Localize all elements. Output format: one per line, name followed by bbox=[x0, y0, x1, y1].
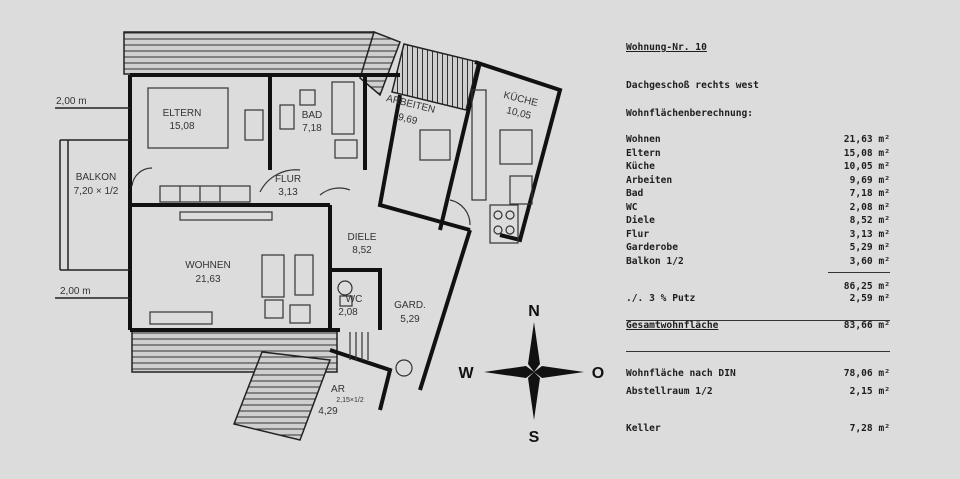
gesamt-label: Gesamtwohnfläche bbox=[626, 320, 719, 331]
din-label: Wohnfläche nach DIN bbox=[626, 368, 736, 379]
room-kueche-area: 10,05 bbox=[505, 105, 532, 122]
putz-label: ./. 3 % Putz bbox=[626, 293, 696, 304]
compass-rose-icon bbox=[484, 322, 584, 420]
room-gard-name: GARD. bbox=[394, 300, 426, 311]
room-row: WC 2,08 m² bbox=[626, 202, 896, 214]
room-row-area: 7,18 m² bbox=[849, 188, 890, 199]
room-row: Küche 10,05 m² bbox=[626, 161, 896, 173]
room-row-name: Flur bbox=[626, 228, 650, 240]
room-row-name: Diele bbox=[626, 215, 655, 226]
roof-hatch-top bbox=[123, 31, 479, 111]
din-rule bbox=[626, 351, 890, 352]
subtotal-value: 86,25 m² bbox=[843, 281, 890, 292]
room-flur-name: FLUR bbox=[275, 174, 301, 185]
room-arbeiten-area: 9,69 bbox=[397, 112, 419, 127]
subtotal-rule bbox=[828, 272, 890, 273]
room-row: Diele 8,52 m² bbox=[626, 215, 896, 227]
room-eltern-name: ELTERN bbox=[163, 108, 202, 119]
calc-heading: Wohnflächenberechnung: bbox=[626, 108, 754, 119]
apartment-title: Wohnung-Nr. 10 bbox=[626, 42, 707, 53]
room-wohnen-area: 21,63 bbox=[195, 274, 220, 285]
abstell-row: Abstellraum 1/2 2,15 m² bbox=[626, 386, 896, 398]
room-wc-name: WC bbox=[346, 294, 363, 305]
room-wc-area: 2,08 bbox=[338, 307, 358, 318]
room-row-area: 9,69 m² bbox=[849, 174, 890, 186]
keller-label: Keller bbox=[626, 423, 661, 434]
room-row-name: Balkon 1/2 bbox=[626, 255, 684, 267]
gesamt-row: Gesamtwohnfläche 83,66 m² bbox=[626, 320, 896, 332]
room-row: Eltern 15,08 m² bbox=[626, 148, 896, 160]
abstell-label: Abstellraum 1/2 bbox=[626, 386, 713, 397]
room-row-name: WC bbox=[626, 201, 638, 213]
gesamt-value: 83,66 m² bbox=[843, 320, 890, 331]
dimension-top: 2,00 m bbox=[56, 96, 87, 107]
room-row-area: 3,13 m² bbox=[849, 228, 890, 240]
room-flur-area: 3,13 bbox=[278, 187, 298, 198]
compass-south: S bbox=[529, 429, 540, 446]
compass-north: N bbox=[528, 303, 540, 320]
room-row-name: Garderobe bbox=[626, 242, 678, 253]
room-row-area: 8,52 m² bbox=[849, 215, 890, 226]
room-ar-area: 4,29 bbox=[318, 406, 338, 417]
room-bad-name: BAD bbox=[302, 110, 323, 121]
din-value: 78,06 m² bbox=[843, 368, 890, 379]
room-eltern-area: 15,08 bbox=[169, 121, 194, 132]
room-row-area: 21,63 m² bbox=[843, 134, 890, 145]
room-balkon-area: 7,20 × 1/2 bbox=[74, 186, 119, 197]
room-row-name: Küche bbox=[626, 161, 655, 172]
compass-west: W bbox=[458, 365, 474, 382]
room-row-name: Eltern bbox=[626, 147, 661, 159]
putz-value: 2,59 m² bbox=[849, 293, 890, 304]
dimension-bottom: 2,00 m bbox=[60, 286, 91, 297]
room-diele-name: DIELE bbox=[348, 232, 377, 243]
putz-row: ./. 3 % Putz 2,59 m² bbox=[626, 293, 896, 305]
room-row-name: Wohnen bbox=[626, 134, 661, 145]
total-rule bbox=[626, 320, 890, 321]
room-row-area: 3,60 m² bbox=[849, 255, 890, 267]
subtotal-row: 86,25 m² bbox=[626, 281, 896, 293]
thin-walls bbox=[55, 107, 130, 299]
room-row-name: Bad bbox=[626, 188, 644, 199]
room-bad-area: 7,18 bbox=[302, 123, 322, 134]
compass-east: O bbox=[592, 365, 604, 382]
room-row: Garderobe 5,29 m² bbox=[626, 242, 896, 254]
room-row: Wohnen 21,63 m² bbox=[626, 134, 896, 146]
room-row-area: 10,05 m² bbox=[843, 161, 890, 172]
room-diele-area: 8,52 bbox=[352, 245, 372, 256]
room-ar-name: AR bbox=[331, 384, 345, 395]
din-row: Wohnfläche nach DIN 78,06 m² bbox=[626, 368, 896, 380]
furniture bbox=[131, 81, 533, 377]
room-balkon-name: BALKON bbox=[76, 172, 117, 183]
ar-hatch bbox=[232, 351, 332, 441]
room-row: Bad 7,18 m² bbox=[626, 188, 896, 200]
room-row-area: 5,29 m² bbox=[849, 242, 890, 253]
room-row: Balkon 1/2 3,60 m² bbox=[626, 256, 896, 268]
keller-value: 7,28 m² bbox=[849, 423, 890, 434]
room-row: Arbeiten 9,69 m² bbox=[626, 175, 896, 187]
room-row: Flur 3,13 m² bbox=[626, 229, 896, 241]
keller-row: Keller 7,28 m² bbox=[626, 423, 896, 435]
room-row-area: 2,08 m² bbox=[849, 201, 890, 213]
abstell-value: 2,15 m² bbox=[849, 386, 890, 397]
floor-description: Dachgeschoß rechts west bbox=[626, 80, 759, 91]
room-row-area: 15,08 m² bbox=[843, 147, 890, 159]
room-wohnen-name: WOHNEN bbox=[185, 260, 231, 271]
room-ar-note: 2,15×1/2 bbox=[336, 397, 364, 404]
walls bbox=[128, 60, 563, 411]
room-row-name: Arbeiten bbox=[626, 174, 673, 186]
room-gard-area: 5,29 bbox=[400, 314, 420, 325]
